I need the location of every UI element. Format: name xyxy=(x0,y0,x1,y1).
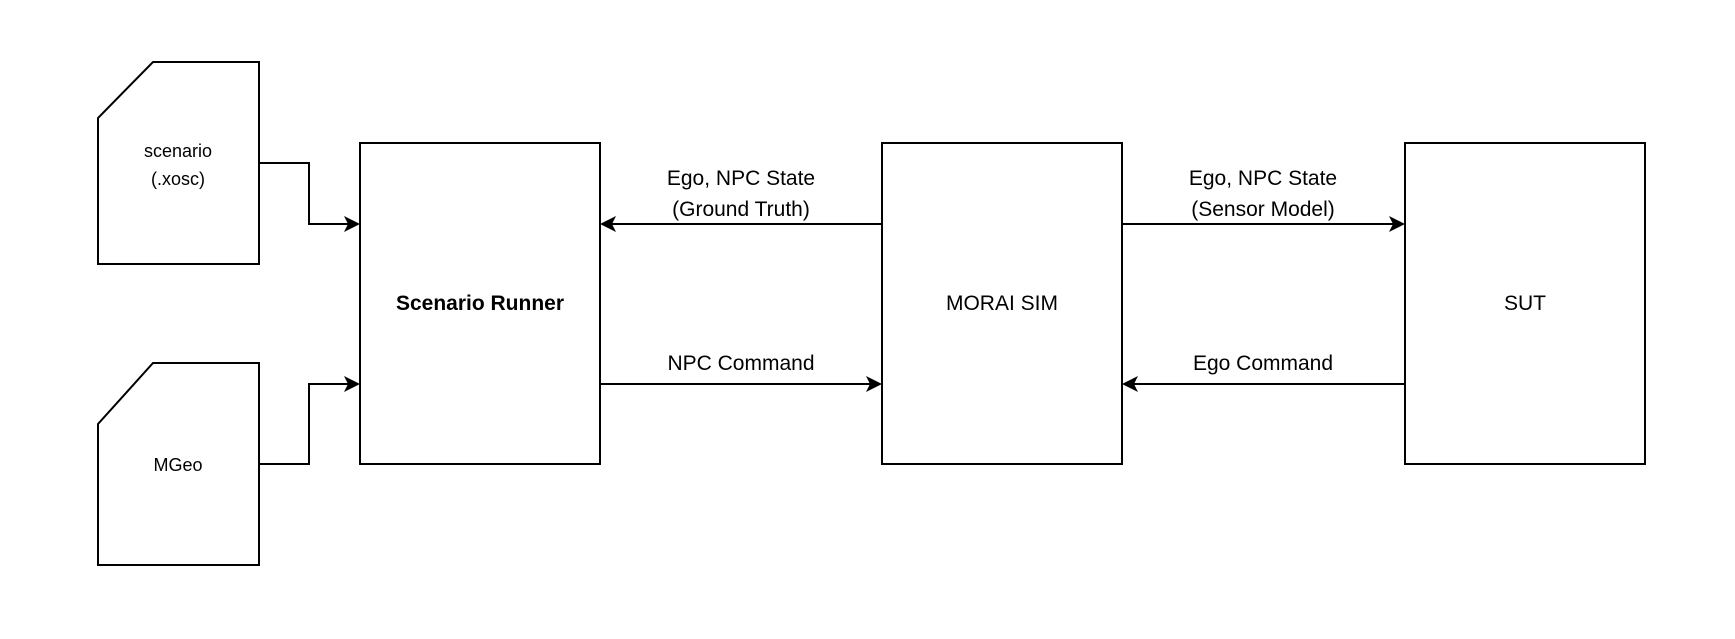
sim-to-runner-label-line2: (Ground Truth) xyxy=(672,198,810,221)
sut-block: SUT xyxy=(1404,142,1646,465)
mgeo-document: MGeo xyxy=(97,362,260,566)
morai-sim-block: MORAI SIM xyxy=(881,142,1123,465)
scenario-to-runner-connector xyxy=(259,162,360,232)
sim-to-runner-edge: Ego, NPC State (Ground Truth) xyxy=(600,167,882,232)
runner-to-sim-edge: NPC Command xyxy=(600,352,882,392)
morai-sim-label: MORAI SIM xyxy=(946,292,1058,315)
mgeo-to-runner-connector xyxy=(259,376,360,465)
sim-to-sut-edge: Ego, NPC State (Sensor Model) xyxy=(1122,167,1405,232)
scenario-document-title: scenario xyxy=(144,141,212,161)
scenario-runner-label: Scenario Runner xyxy=(396,292,564,315)
sim-to-runner-label-line1: Ego, NPC State xyxy=(667,167,815,190)
sut-to-sim-edge: Ego Command xyxy=(1122,352,1405,392)
sim-to-sut-label-line1: Ego, NPC State xyxy=(1189,167,1337,190)
scenario-runner-block: Scenario Runner xyxy=(359,142,601,465)
sut-to-sim-label: Ego Command xyxy=(1193,352,1333,375)
scenario-document: scenario (.xosc) xyxy=(97,61,260,265)
mgeo-document-label: MGeo xyxy=(153,455,202,475)
runner-to-sim-label: NPC Command xyxy=(667,352,814,375)
sut-label: SUT xyxy=(1504,292,1546,315)
sim-to-sut-label-line2: (Sensor Model) xyxy=(1191,198,1335,221)
scenario-document-extension: (.xosc) xyxy=(151,169,205,189)
